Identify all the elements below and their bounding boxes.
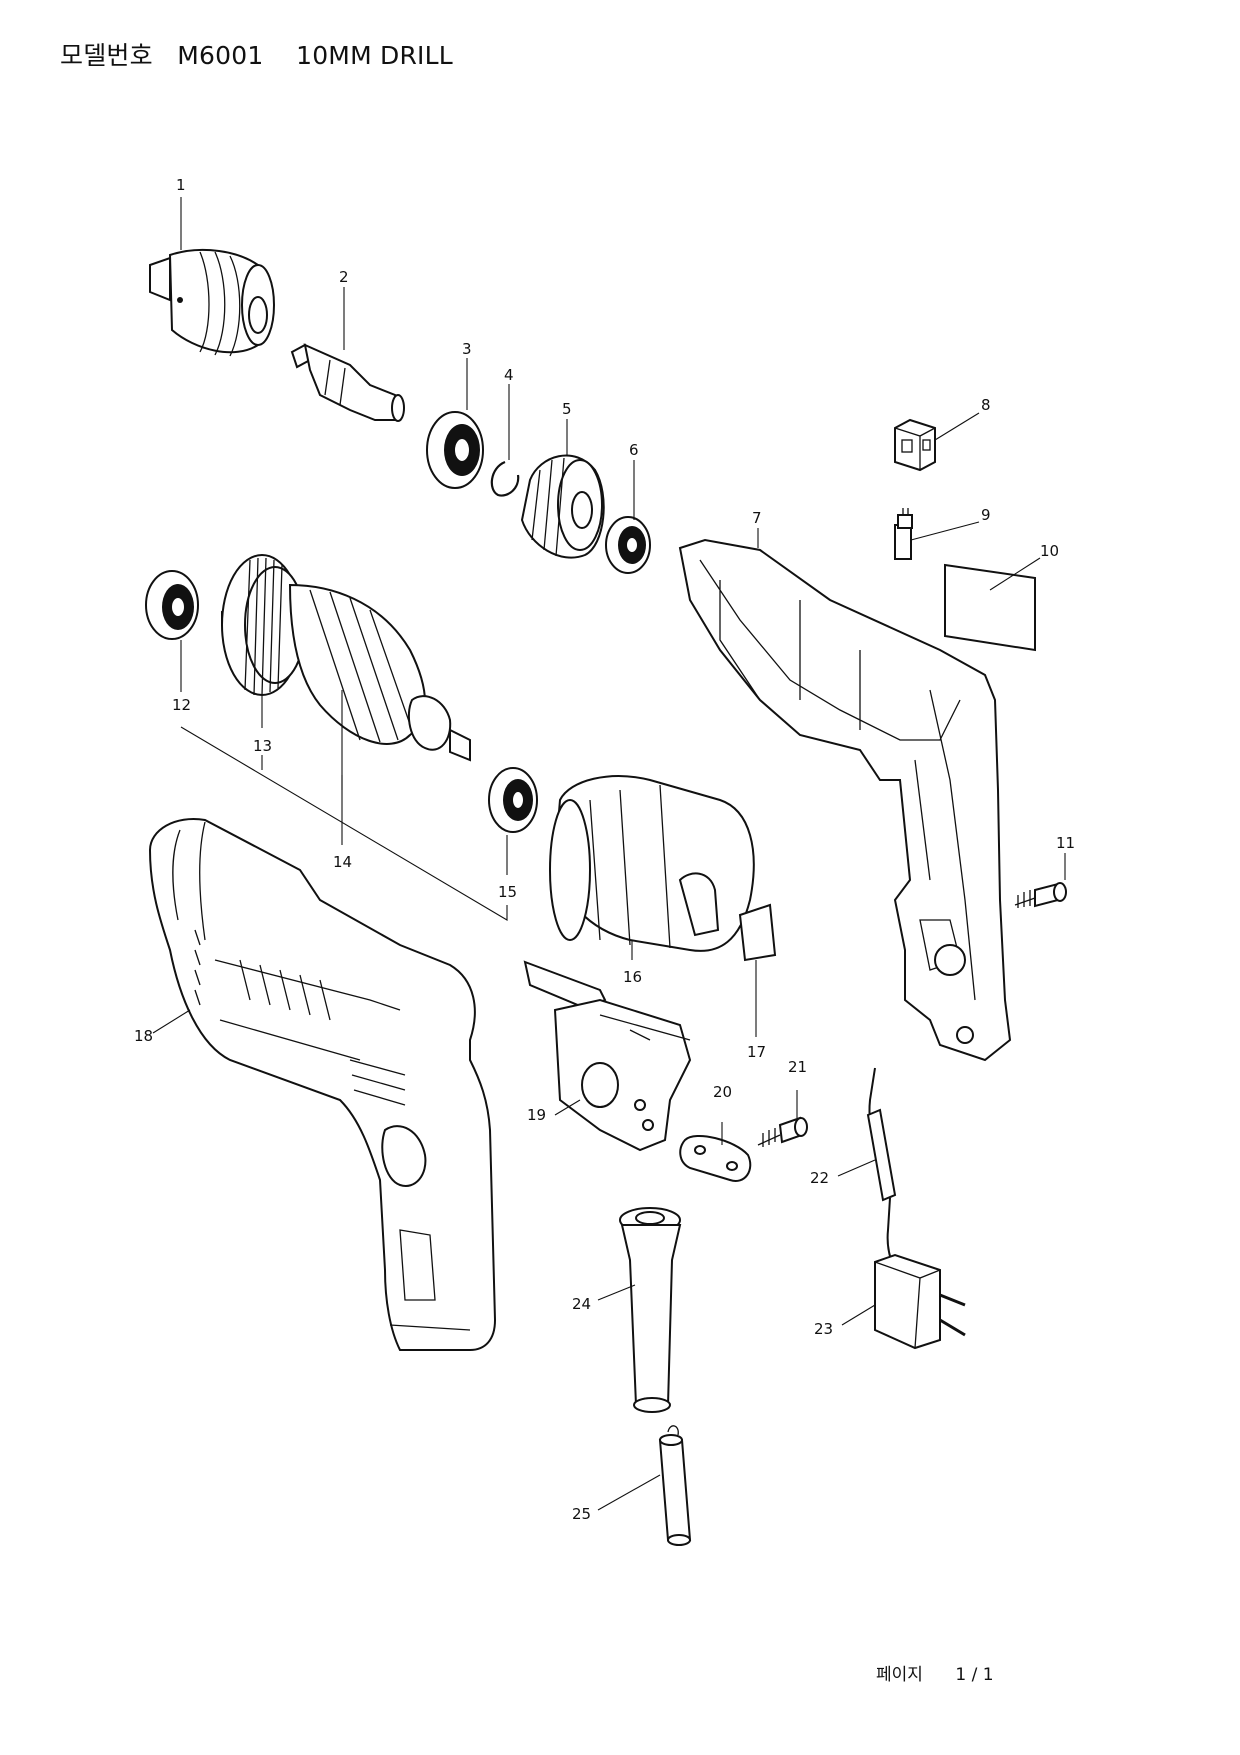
product-name: 10MM DRILL [296,41,453,70]
callout-6: 6 [629,441,639,459]
callout-4: 4 [504,366,514,384]
callout-20: 20 [713,1083,732,1101]
model-label: 모델번호 [60,41,153,70]
part-armature-assembly [221,554,471,762]
part-brush-holder [894,418,936,472]
callout-14: 14 [333,853,352,871]
part-ball-bearing-6 [605,516,651,574]
part-strain-relief [679,1135,752,1182]
callout-23: 23 [814,1320,833,1338]
callout-19: 19 [527,1106,546,1124]
part-retaining-ring [490,460,520,497]
part-cord-guard [619,1207,682,1413]
part-capacitor [874,1253,966,1350]
callout-8: 8 [981,396,991,414]
part-ball-bearing-3 [426,411,484,489]
callout-5: 5 [562,400,572,418]
callout-15: 15 [498,883,517,901]
part-name-plate [944,563,1036,652]
part-noise-suppressor [866,1067,899,1276]
part-field [549,775,755,952]
callout-24: 24 [572,1295,591,1313]
callout-18: 18 [134,1027,153,1045]
callout-1: 1 [176,176,186,194]
callout-25: 25 [572,1505,591,1523]
callout-9: 9 [981,506,991,524]
callout-7: 7 [752,509,762,527]
callout-3: 3 [462,340,472,358]
part-tapping-screw-11 [1014,882,1067,908]
callout-10: 10 [1040,542,1059,560]
callout-12: 12 [172,696,191,714]
callout-16: 16 [623,968,642,986]
part-ball-bearing-15 [488,767,538,833]
page-label: 페이지 [876,1665,923,1685]
callout-21: 21 [788,1058,807,1076]
part-housing-body [148,818,497,1351]
page-indicator: 1 / 1 [955,1665,994,1685]
callout-13: 13 [253,737,272,755]
callout-22: 22 [810,1169,829,1187]
callout-11: 11 [1056,834,1075,852]
part-insulation-sheet [738,903,777,962]
part-drill-chuck [149,248,275,357]
part-carbon-brush [894,508,913,560]
part-housing-set [678,538,1012,1062]
page-header: 모델번호 M6001 10MM DRILL [60,36,453,72]
part-spindle [290,343,405,422]
callout-17: 17 [747,1043,766,1061]
part-tapping-screw-21 [757,1116,808,1147]
part-power-cord [658,1425,692,1546]
part-ball-bearing-12 [145,570,199,640]
callout-leaders [152,197,1066,1511]
page-footer: 페이지 1 / 1 [876,1660,994,1685]
part-helical-gear [520,454,605,559]
callout-2: 2 [339,268,349,286]
callout-labels: 1 2 3 4 5 6 7 8 9 10 11 12 13 14 15 16 1… [134,176,1075,1523]
model-number: M6001 [177,41,264,70]
part-switch [523,960,692,1152]
